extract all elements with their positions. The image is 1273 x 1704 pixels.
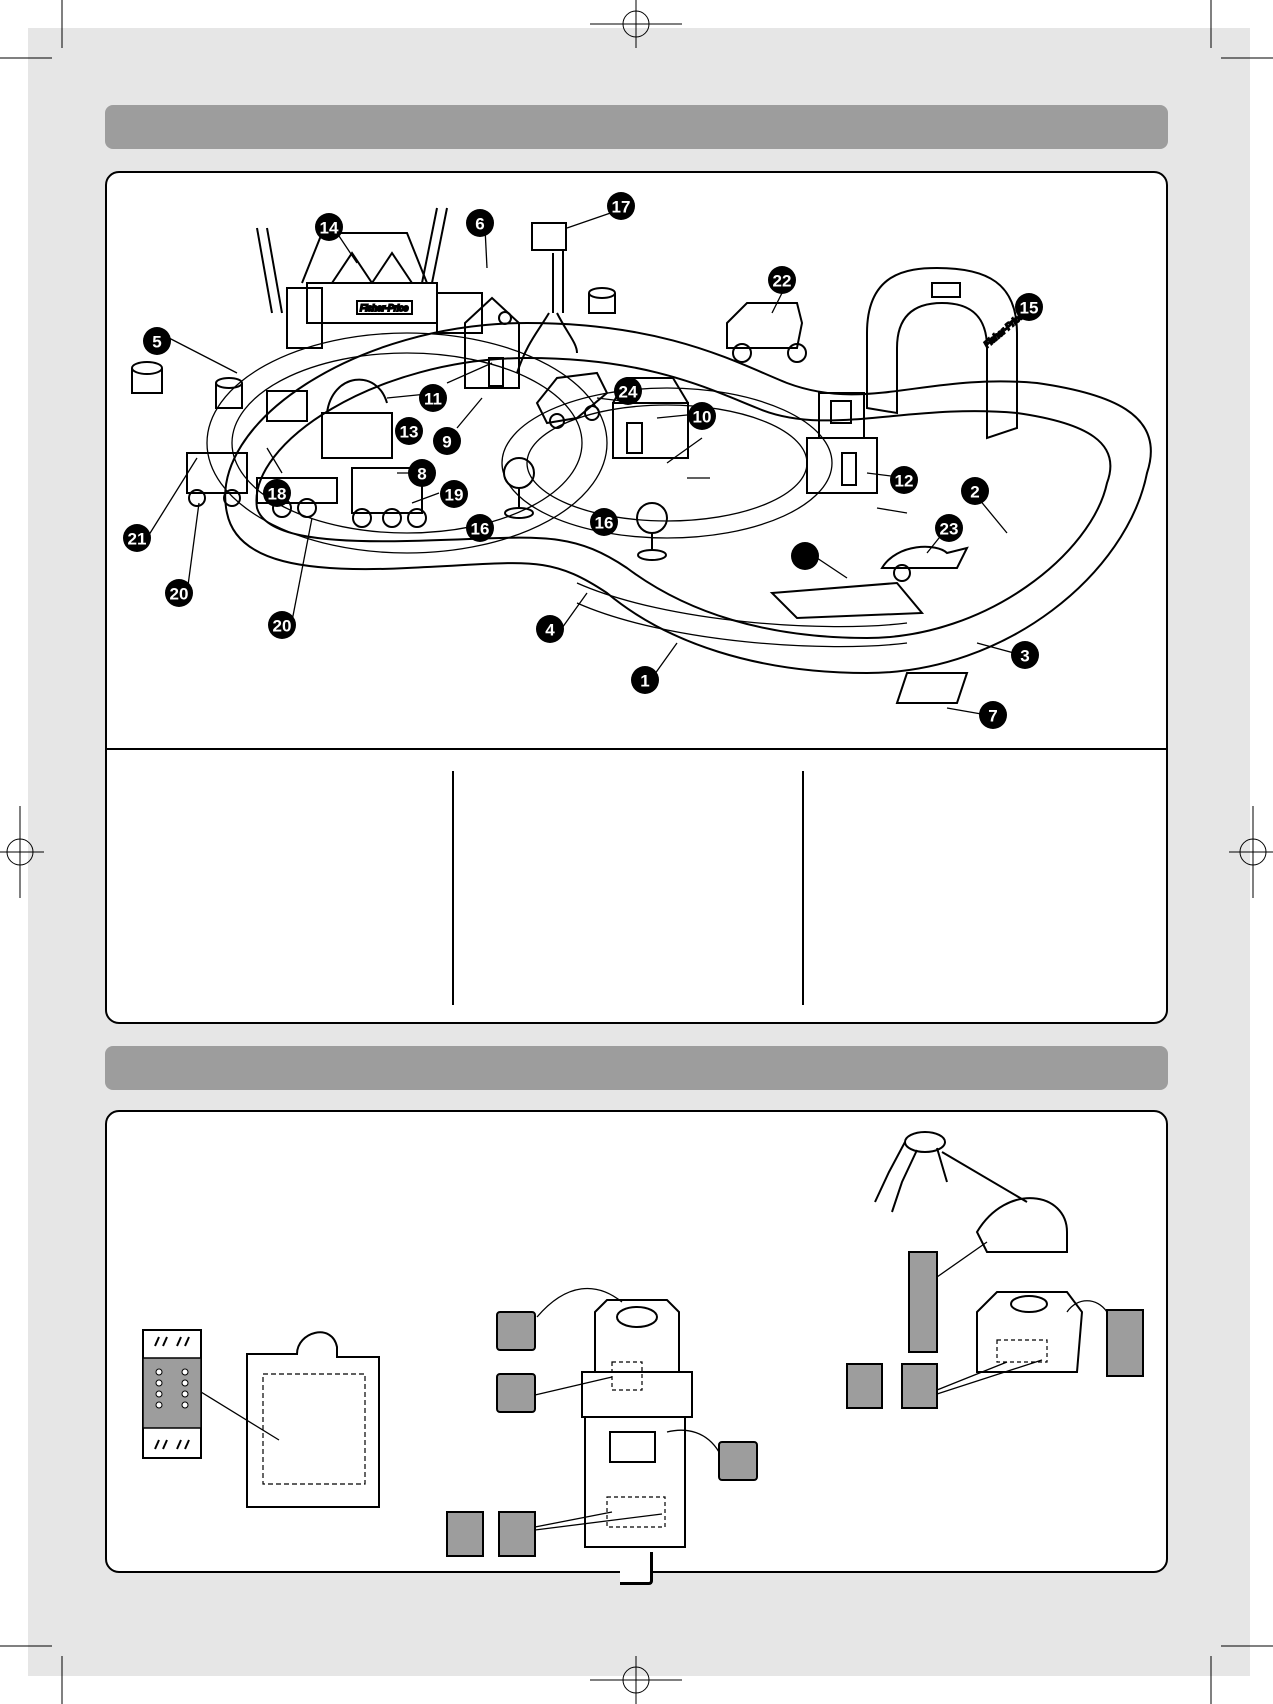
callout-badge: 23 — [935, 514, 963, 542]
svg-text:2: 2 — [970, 483, 979, 502]
callout-badge: 9 — [433, 427, 461, 455]
section-header-bar — [105, 105, 1168, 149]
callout-badge: 6 — [466, 209, 494, 237]
callout-badge: 13 — [395, 417, 423, 445]
svg-text:14: 14 — [320, 219, 339, 238]
callout-badge — [791, 542, 819, 570]
svg-text:4: 4 — [545, 621, 555, 640]
label-marker — [718, 1441, 758, 1481]
ramp-label-diagram — [142, 1329, 380, 1508]
label-marker — [446, 1511, 484, 1557]
label-marker — [901, 1363, 938, 1409]
callout-badges: 1 2 3 4 5 6 7 8 9 10 11 12 13 14 15 16 1… — [123, 192, 1043, 729]
registration-crosshair-icon — [1229, 806, 1273, 898]
callout-badge: 12 — [890, 466, 918, 494]
building-label-diagram — [446, 1287, 758, 1557]
bridge-brand-label: Fisher-Price — [360, 303, 408, 313]
svg-text:20: 20 — [170, 585, 189, 604]
section-header-bar — [105, 1046, 1168, 1090]
svg-text:11: 11 — [424, 390, 442, 409]
callout-badge: 17 — [607, 192, 635, 220]
page-corner-icon — [620, 1552, 653, 1585]
svg-text:6: 6 — [475, 215, 484, 234]
callout-badge: 8 — [408, 459, 436, 487]
svg-text:23: 23 — [940, 520, 959, 539]
parts-panel: Fisher-Price Fisher-Price — [105, 171, 1168, 1024]
svg-text:21: 21 — [128, 530, 147, 549]
label-marker — [498, 1511, 536, 1557]
callout-badge: 20 — [268, 611, 296, 639]
callout-badge: 14 — [315, 213, 343, 241]
callout-badge: 5 — [143, 327, 171, 355]
svg-text:1: 1 — [640, 672, 649, 691]
svg-text:22: 22 — [773, 272, 792, 291]
svg-text:24: 24 — [619, 383, 638, 402]
callout-badge: 2 — [961, 477, 989, 505]
callout-badge: 19 — [440, 480, 468, 508]
tunnel-label-diagram — [846, 1131, 1144, 1409]
svg-text:17: 17 — [612, 198, 631, 217]
svg-text:15: 15 — [1020, 299, 1039, 318]
callout-badge: 21 — [123, 524, 151, 552]
svg-text:7: 7 — [988, 707, 997, 726]
svg-text:12: 12 — [895, 472, 914, 491]
svg-text:3: 3 — [1020, 647, 1029, 666]
label-marker — [142, 1357, 202, 1429]
label-marker — [496, 1311, 536, 1351]
callout-badge: 18 — [263, 479, 291, 507]
callout-badge: 22 — [768, 266, 796, 294]
registration-crosshair-icon — [590, 0, 682, 48]
svg-text:18: 18 — [268, 485, 287, 504]
callout-badge: 20 — [165, 579, 193, 607]
callout-badge: 3 — [1011, 641, 1039, 669]
registration-crosshair-icon — [590, 1656, 682, 1704]
svg-text:9: 9 — [442, 433, 451, 452]
svg-text:13: 13 — [400, 423, 419, 442]
callout-badge: 10 — [688, 402, 716, 430]
callout-badge: 16 — [590, 508, 618, 536]
svg-text:16: 16 — [595, 514, 614, 533]
callout-badge: 1 — [631, 666, 659, 694]
svg-text:16: 16 — [471, 520, 490, 539]
label-marker — [1106, 1309, 1144, 1377]
label-marker — [846, 1363, 883, 1409]
callout-badge: 11 — [419, 384, 447, 412]
callout-badge: 15 — [1015, 293, 1043, 321]
svg-text:5: 5 — [152, 333, 161, 352]
svg-text:19: 19 — [445, 486, 464, 505]
label-diagrams — [142, 1131, 1144, 1557]
svg-text:10: 10 — [693, 408, 712, 427]
registration-crosshair-icon — [0, 806, 44, 898]
label-marker — [496, 1373, 536, 1413]
label-marker — [908, 1251, 938, 1353]
callout-badge: 7 — [979, 701, 1007, 729]
callout-badge: 24 — [614, 377, 642, 405]
callout-badge: 4 — [536, 615, 564, 643]
svg-text:20: 20 — [273, 617, 292, 636]
svg-text:8: 8 — [417, 465, 426, 484]
parts-diagram: Fisher-Price Fisher-Price — [107, 192, 1166, 1005]
labels-panel — [105, 1110, 1168, 1573]
callout-badge: 16 — [466, 514, 494, 542]
